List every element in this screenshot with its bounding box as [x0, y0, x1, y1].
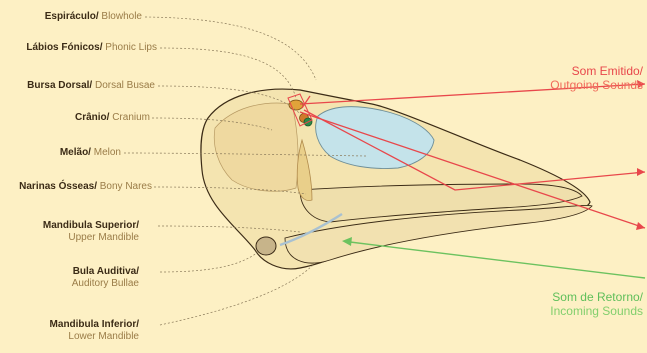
label-upper-mandible: Mandibula Superior/ Upper Mandible: [43, 220, 139, 244]
label-auditory-bullae-pt: Bula Auditiva/: [72, 266, 139, 278]
auditory-bulla-shape: [256, 237, 276, 255]
label-blowhole-en: Blowhole: [101, 11, 142, 22]
label-cranium-pt: Crânio/: [75, 112, 109, 123]
outgoing-sound-caption: Som Emitido/ Outgoing Sounds: [550, 64, 643, 92]
outgoing-line2: Outgoing Sounds: [550, 78, 643, 92]
incoming-line1: Som de Retorno/: [550, 290, 643, 304]
label-bony-nares-pt: Narinas Ósseas/: [19, 181, 97, 192]
label-bony-nares-en: Bony Nares: [100, 181, 152, 192]
incoming-line2: Incoming Sounds: [550, 304, 643, 318]
incoming-sound-caption: Som de Retorno/ Incoming Sounds: [550, 290, 643, 318]
label-melon: Melão/ Melon: [60, 147, 121, 159]
label-cranium: Crânio/ Cranium: [75, 112, 150, 124]
label-dorsal-bursae-pt: Bursa Dorsal/: [27, 80, 92, 91]
outgoing-line1: Som Emitido/: [550, 64, 643, 78]
label-melon-en: Melon: [94, 147, 121, 158]
label-lower-mandible: Mandibula Inferior/ Lower Mandible: [50, 319, 139, 343]
label-auditory-bullae-en: Auditory Bullae: [72, 278, 139, 290]
label-dorsal-bursae-en: Dorsal Busae: [95, 80, 155, 91]
label-phonic-lips-en: Phonic Lips: [105, 42, 157, 53]
outgoing-arrowheads: [636, 80, 645, 230]
label-lower-mandible-pt: Mandibula Inferior/: [50, 319, 139, 331]
label-melon-pt: Melão/: [60, 147, 91, 158]
label-blowhole: Espiráculo/ Blowhole: [45, 11, 142, 23]
label-upper-mandible-en: Upper Mandible: [43, 232, 139, 244]
label-cranium-en: Cranium: [112, 112, 150, 123]
label-phonic-lips-pt: Lábios Fónicos/: [26, 42, 102, 53]
label-auditory-bullae: Bula Auditiva/ Auditory Bullae: [72, 266, 139, 290]
label-blowhole-pt: Espiráculo/: [45, 11, 99, 22]
label-dorsal-bursae: Bursa Dorsal/ Dorsal Busae: [27, 80, 155, 92]
label-bony-nares: Narinas Ósseas/ Bony Nares: [19, 181, 152, 193]
label-upper-mandible-pt: Mandibula Superior/: [43, 220, 139, 232]
incoming-sound-ray: [350, 242, 645, 278]
label-lower-mandible-en: Lower Mandible: [50, 331, 139, 343]
label-phonic-lips: Lábios Fónicos/ Phonic Lips: [26, 42, 157, 54]
